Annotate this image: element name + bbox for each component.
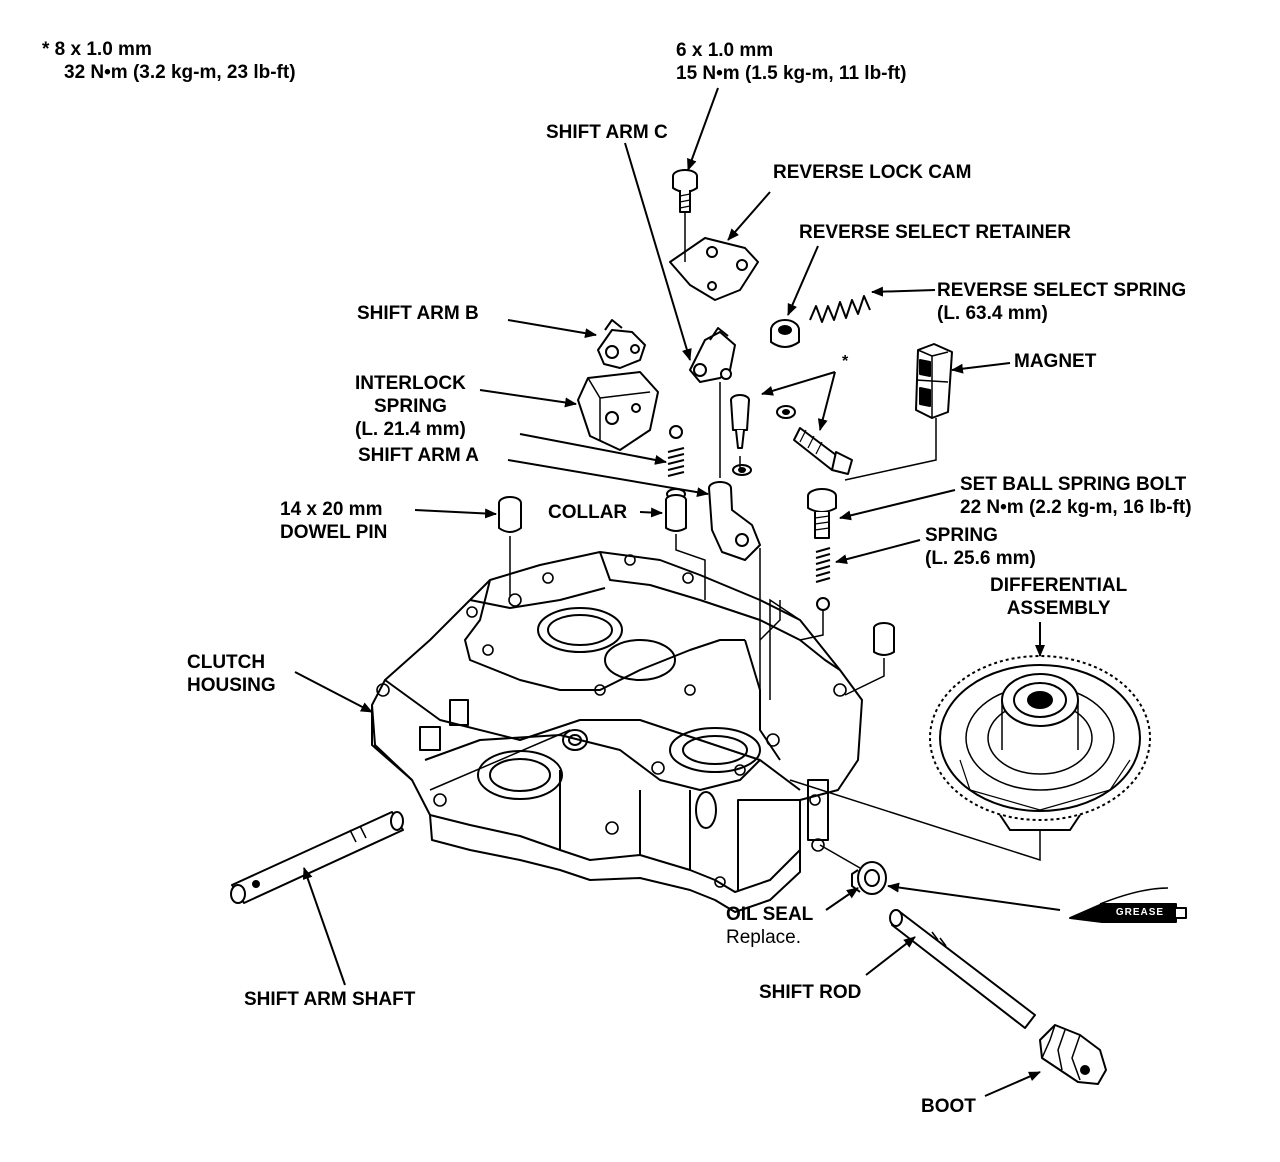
- interlock-spring-name-2: SPRING: [374, 396, 447, 417]
- shift-arm-c-label: SHIFT ARM C: [546, 122, 668, 143]
- dowel-pin-left: [499, 497, 521, 532]
- oil-seal-name: OIL SEAL: [726, 904, 814, 925]
- star-bolt-size: * 8 x 1.0 mm: [42, 39, 152, 60]
- interlock: [578, 372, 658, 450]
- clutch-housing-label: CLUTCH HOUSING: [187, 651, 276, 697]
- star-bolt-torque: 32 N•m (3.2 kg-m, 23 lb-ft): [64, 62, 296, 83]
- differential-assembly-label: DIFFERENTIAL ASSEMBLY: [990, 574, 1127, 620]
- bolt-6x1: [673, 170, 697, 212]
- bolt-c-spec-label: 6 x 1.0 mm 15 N•m (1.5 kg-m, 11 lb-ft): [676, 39, 907, 85]
- boot: [1040, 1025, 1106, 1084]
- set-ball-spring: [816, 548, 830, 582]
- shift-arm-b-label: SHIFT ARM B: [357, 303, 479, 324]
- bolt-c-torque: 15 N•m (1.5 kg-m, 11 lb-ft): [676, 63, 907, 84]
- shift-rod-label: SHIFT ROD: [759, 982, 862, 1003]
- bolt-c-size: 6 x 1.0 mm: [676, 40, 774, 61]
- set-ball-spring-bolt-label: SET BALL SPRING BOLT 22 N•m (2.2 kg-m, 1…: [960, 473, 1192, 519]
- oil-seal-note: Replace.: [726, 927, 801, 948]
- dowel-pin-size: 14 x 20 mm: [280, 499, 383, 520]
- interlock-spring: [668, 448, 684, 476]
- collar: [666, 495, 686, 531]
- interlock-spring-label: INTERLOCK SPRING (L. 21.4 mm): [355, 372, 466, 441]
- reverse-lock-cam: [670, 238, 758, 300]
- reverse-select-spring-label: REVERSE SELECT SPRING (L. 63.4 mm): [937, 279, 1186, 325]
- set-ball-spring-bolt-torque: 22 N•m (2.2 kg-m, 16 lb-ft): [960, 497, 1192, 518]
- shift-arm-a-label: SHIFT ARM A: [358, 445, 480, 466]
- oil-seal-label: OIL SEAL Replace.: [726, 903, 813, 949]
- shift-arm-shaft-label: SHIFT ARM SHAFT: [244, 989, 416, 1010]
- dowel-pin-label: 14 x 20 mm DOWEL PIN: [280, 498, 387, 544]
- shift-arm-b: [598, 320, 645, 368]
- leader-arrows: [295, 88, 1060, 1096]
- collar-label: COLLAR: [548, 502, 628, 523]
- differential-assembly-name-2: ASSEMBLY: [1006, 598, 1111, 619]
- differential-assembly-name-1: DIFFERENTIAL: [990, 575, 1128, 596]
- star-bolt: [794, 428, 852, 474]
- star-bolt-spec-label: * 8 x 1.0 mm 32 N•m (3.2 kg-m, 23 lb-ft): [42, 38, 296, 84]
- magnet-label: MAGNET: [1014, 351, 1097, 372]
- dowel-pin-right: [874, 623, 894, 655]
- reverse-select-retainer: [771, 320, 799, 347]
- clutch-housing-name-2: HOUSING: [187, 675, 276, 696]
- shift-arm-c-pin: [731, 395, 749, 448]
- shift-arm-c: [690, 328, 735, 382]
- set-ball-spring-bolt: [808, 489, 836, 538]
- shift-arm-a: [709, 482, 760, 560]
- boot-label: BOOT: [921, 1096, 976, 1117]
- spring-label: SPRING (L. 25.6 mm): [925, 524, 1036, 570]
- clutch-housing: [372, 552, 862, 912]
- interlock-spring-length: (L. 21.4 mm): [355, 419, 466, 440]
- spring-name: SPRING: [925, 525, 998, 546]
- set-ball-spring-bolt-name: SET BALL SPRING BOLT: [960, 474, 1187, 495]
- reverse-select-spring: [810, 296, 870, 322]
- small-parts: [231, 170, 1186, 1084]
- shift-arm-shaft: [231, 812, 403, 903]
- grease-badge: GREASE: [1104, 904, 1176, 922]
- magnet: [916, 344, 952, 418]
- spring-length: (L. 25.6 mm): [925, 548, 1036, 569]
- alignment-lines: [430, 212, 1040, 868]
- clutch-housing-name-1: CLUTCH: [187, 652, 266, 673]
- reverse-select-retainer-label: REVERSE SELECT RETAINER: [799, 222, 1072, 243]
- dowel-pin-name: DOWEL PIN: [280, 522, 388, 543]
- differential-assembly: [930, 656, 1150, 830]
- reverse-select-spring-name: REVERSE SELECT SPRING: [937, 280, 1187, 301]
- interlock-spring-name-1: INTERLOCK: [355, 373, 466, 394]
- reverse-lock-cam-label: REVERSE LOCK CAM: [773, 162, 972, 183]
- asterisk-marker: *: [842, 353, 849, 370]
- reverse-select-spring-length: (L. 63.4 mm): [937, 303, 1048, 324]
- shift-rod: [890, 910, 1035, 1028]
